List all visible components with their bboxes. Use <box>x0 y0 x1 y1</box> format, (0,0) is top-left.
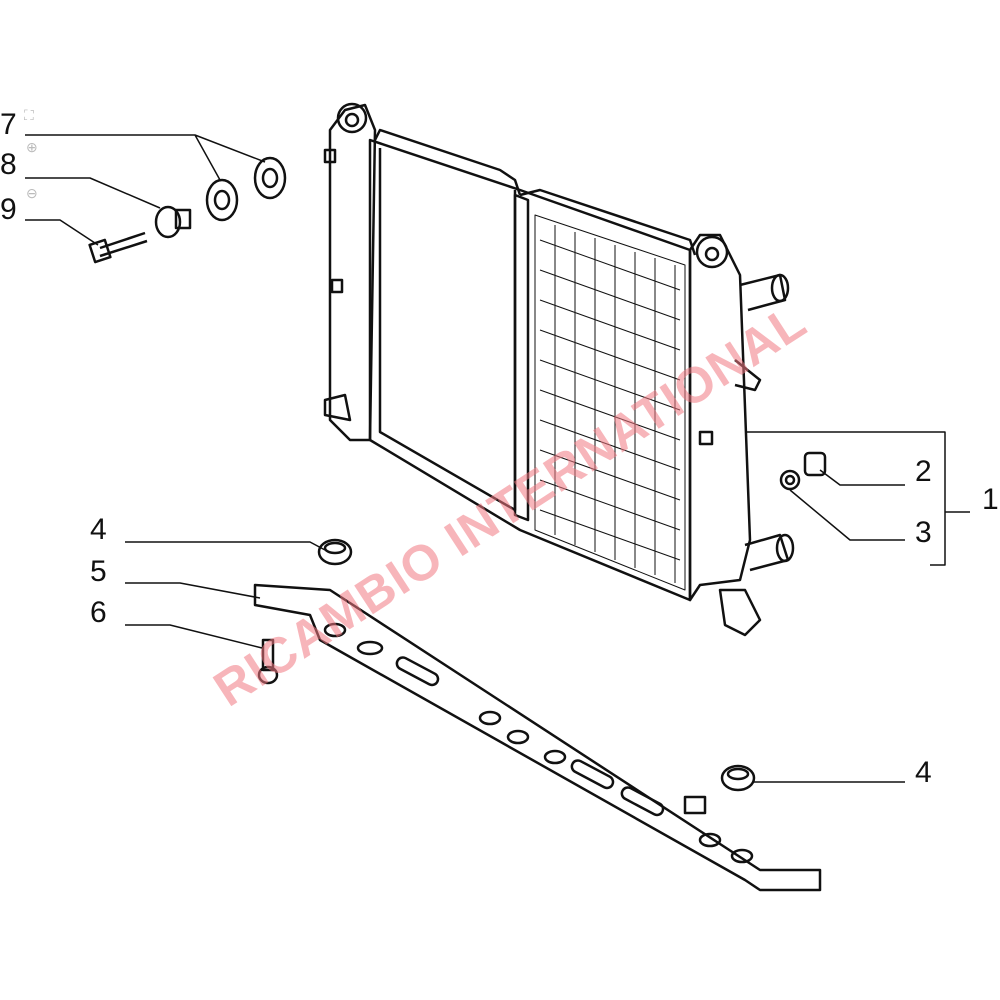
callout-4-top: 4 <box>90 513 107 546</box>
bottom-mounts <box>257 538 756 792</box>
radiator-right-tank <box>688 233 795 637</box>
callout-7: 7 <box>0 108 17 141</box>
callout-9: 9 <box>0 193 17 226</box>
leader-lines <box>25 134 970 783</box>
zoom-in-icon[interactable]: ⊕ <box>26 139 38 155</box>
expand-icon[interactable]: ⛶ <box>24 107 34 123</box>
core-mesh <box>539 225 681 583</box>
callout-3: 3 <box>915 516 932 549</box>
callout-6: 6 <box>90 596 107 629</box>
zoom-out-icon[interactable]: ⊖ <box>26 185 38 201</box>
callout-8: 8 <box>0 148 17 181</box>
radiator-left-tank <box>323 102 377 442</box>
callout-4-bottom: 4 <box>915 756 932 789</box>
callout-1: 1 <box>982 483 999 516</box>
lower-bracket <box>253 583 822 892</box>
drain-plug <box>779 451 827 491</box>
callout-2: 2 <box>915 455 932 488</box>
callout-5: 5 <box>90 555 107 588</box>
rubber-mounts <box>88 156 287 264</box>
